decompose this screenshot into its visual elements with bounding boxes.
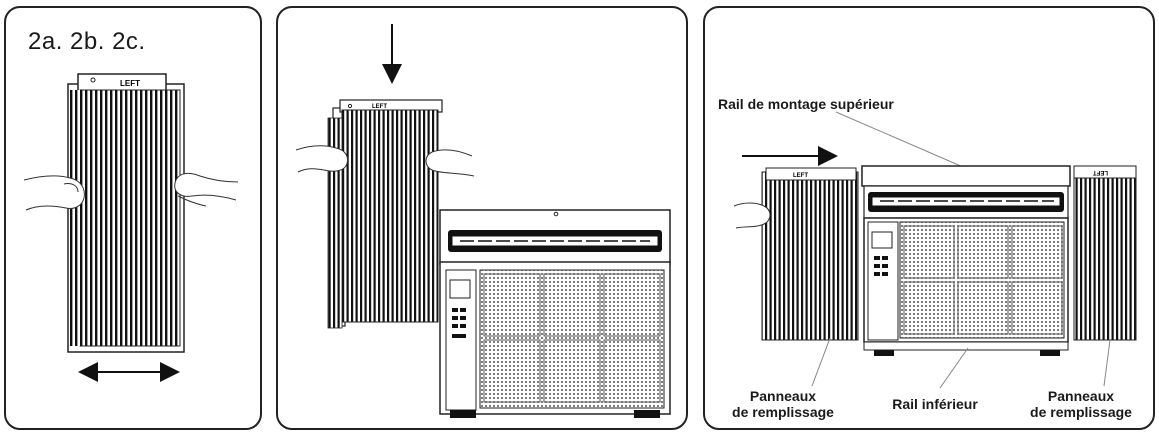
label-fill-panels-left: Panneaux de remplissage: [718, 388, 848, 420]
step-panel-insert: [276, 6, 688, 430]
label-bottom-rail: Rail inférieur: [892, 396, 978, 412]
step-number-label: 2a. 2b. 2c.: [28, 28, 146, 55]
filler-panel-extending: [67, 73, 185, 353]
panel-tag-right: LEFT: [1093, 169, 1108, 175]
air-conditioner-unit-2: [861, 165, 1071, 356]
leader-line-bottom-rail: [939, 347, 969, 389]
label-top-rail: Rail de montage supérieur: [718, 96, 894, 112]
leader-line-right-fill: [1103, 339, 1111, 387]
panel-tag-left: LEFT: [120, 79, 140, 88]
label-fill-panels-right: Panneaux de remplissage: [1014, 388, 1148, 420]
label-fill-panels-left-line1: Panneaux: [749, 388, 817, 404]
label-fill-panels-right-line1: Panneaux: [1047, 388, 1115, 404]
hand-icon-right-2: [425, 149, 475, 177]
filler-panel-left: [761, 167, 859, 341]
filler-panel-right: [1073, 165, 1137, 341]
panel-tag-left-3: LEFT: [793, 173, 808, 179]
hand-icon-left-3: [733, 202, 771, 229]
label-fill-panels-right-line2: de remplissage: [1030, 404, 1132, 420]
leader-line-left-fill: [811, 337, 831, 387]
step-panel-attach: [703, 6, 1155, 430]
hand-icon-left: [23, 175, 85, 211]
panel-tag-left-2: LEFT: [372, 104, 387, 110]
air-conditioner-unit: [439, 209, 671, 418]
hand-icon-left-2: [295, 145, 349, 173]
leader-line-top-rail: [835, 111, 971, 171]
filler-panel-inserting: [327, 99, 443, 329]
label-fill-panels-left-line2: de remplissage: [732, 404, 834, 420]
hand-icon-right: [174, 172, 239, 207]
